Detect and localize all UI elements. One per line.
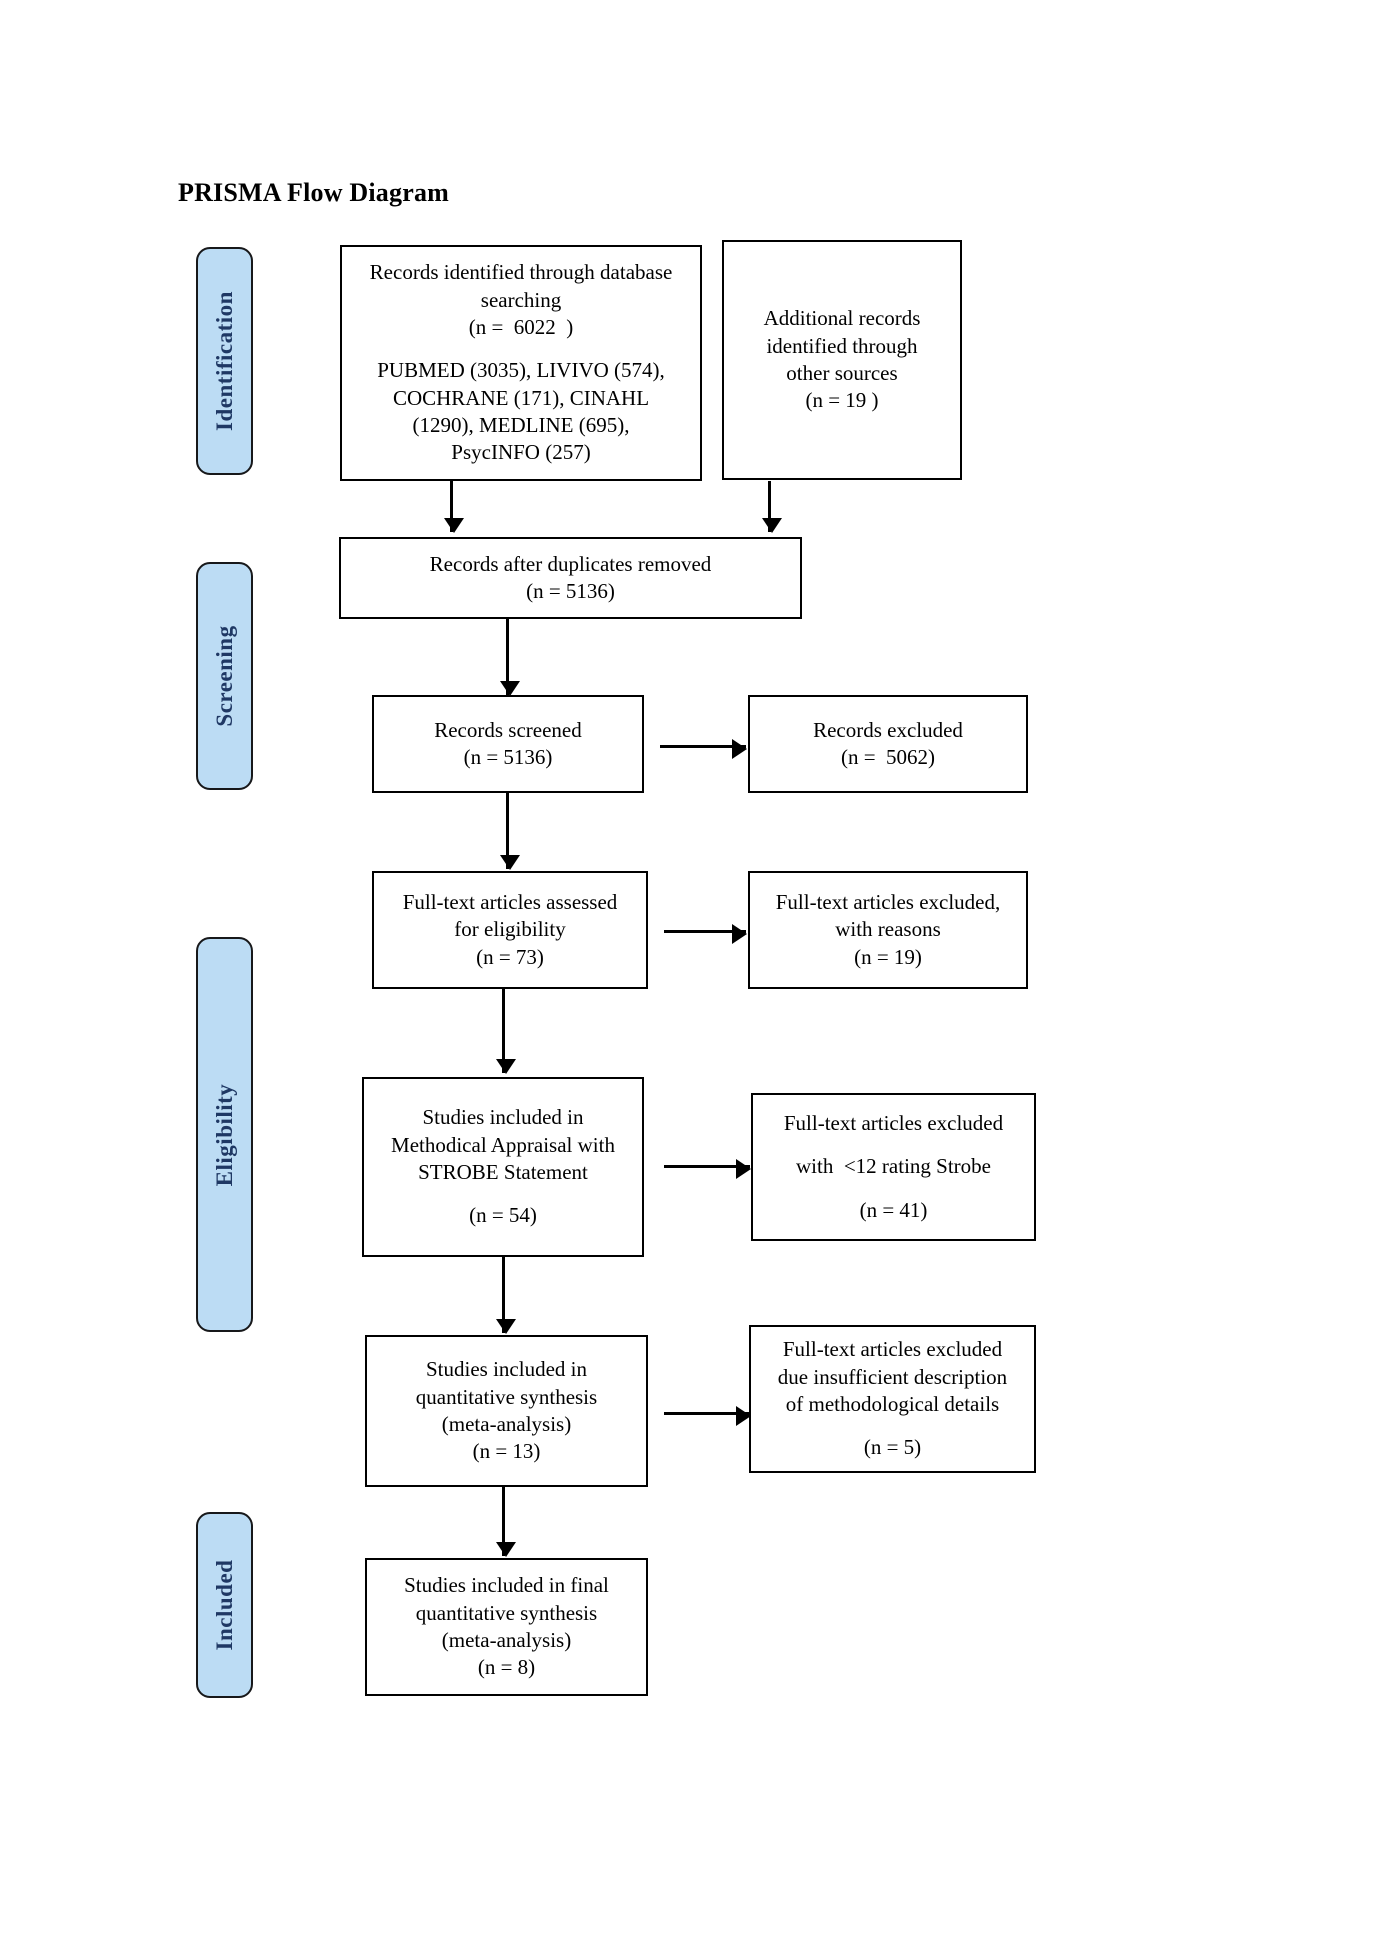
database-search-line-2: searching	[480, 287, 562, 312]
records-excluded-line-1: Records excluded	[813, 717, 963, 742]
records-screened-line-2: (n = 5136)	[463, 745, 553, 769]
quantitative-synthesis-line-3: (meta-analysis)	[441, 1412, 572, 1436]
box-excluded-strobe: Full-text articles excluded with <12 rat…	[751, 1093, 1036, 1241]
arrow-database-to-duplicates	[444, 481, 464, 533]
final-synthesis-line-2: quantitative synthesis	[415, 1600, 598, 1625]
database-search-line-4: PUBMED (3035), LIVIVO (574),	[377, 358, 665, 383]
fulltext-assessed-line-2: for eligibility	[454, 917, 566, 942]
final-synthesis-line-4: (n = 8)	[477, 1655, 536, 1680]
excluded-strobe-line-2: with <12 rating Strobe	[796, 1154, 991, 1179]
excluded-insufficient-line-4: (n = 5)	[863, 1435, 922, 1460]
arrow-quantitative-to-final	[496, 1487, 516, 1557]
database-search-line-7: PsycINFO (257)	[451, 440, 591, 465]
arrow-strobe-to-quantitative	[496, 1257, 516, 1334]
arrow-quantitative-to-excluded-insufficient	[664, 1406, 751, 1426]
database-search-line-6: (1290), MEDLINE (695),	[412, 412, 630, 437]
fulltext-excluded-reasons-line-2: with reasons	[835, 917, 941, 942]
stage-label-included: Included	[211, 1559, 237, 1651]
stage-tab-screening: Screening	[196, 562, 253, 790]
quantitative-synthesis-line-4: (n = 13)	[472, 1439, 541, 1464]
fulltext-excluded-reasons-line-3: (n = 19)	[854, 944, 922, 969]
fulltext-assessed-line-1: Full-text articles assessed	[402, 890, 618, 915]
database-search-line-5: COCHRANE (171), CINAHL	[392, 385, 650, 410]
excluded-insufficient-line-1: Full-text articles excluded	[782, 1337, 1003, 1362]
box-strobe-appraisal: Studies included in Methodical Appraisal…	[362, 1077, 644, 1257]
database-search-line-3: (n = 6022 )	[468, 315, 574, 340]
duplicates-removed-line-1: Records after duplicates removed	[429, 551, 712, 576]
stage-tab-included: Included	[196, 1512, 253, 1698]
arrow-other-sources-to-duplicates	[762, 481, 782, 533]
other-sources-line-4: (n = 19 )	[805, 388, 879, 413]
arrow-fulltext-to-strobe	[496, 989, 516, 1074]
strobe-appraisal-line-1: Studies included in	[422, 1105, 584, 1130]
other-sources-line-3: other sources	[786, 361, 898, 385]
box-fulltext-excluded-reasons: Full-text articles excluded, with reason…	[748, 871, 1028, 989]
records-screened-line-1: Records screened	[434, 717, 582, 742]
box-fulltext-assessed: Full-text articles assessed for eligibil…	[372, 871, 648, 989]
stage-tab-eligibility: Eligibility	[196, 937, 253, 1332]
box-records-screened: Records screened (n = 5136)	[372, 695, 644, 793]
box-other-sources: Additional records identified through ot…	[722, 240, 962, 480]
box-database-search: Records identified through database sear…	[340, 245, 702, 481]
arrow-screened-to-fulltext	[500, 793, 520, 870]
duplicates-removed-line-2: (n = 5136)	[526, 579, 615, 603]
arrow-duplicates-to-screened	[500, 619, 520, 696]
other-sources-line-1: Additional records	[763, 306, 921, 331]
box-excluded-insufficient: Full-text articles excluded due insuffic…	[749, 1325, 1036, 1473]
box-quantitative-synthesis: Studies included in quantitative synthes…	[365, 1335, 648, 1487]
stage-tab-identification: Identification	[196, 247, 253, 475]
final-synthesis-line-1: Studies included in final	[404, 1573, 609, 1598]
box-final-synthesis: Studies included in final quantitative s…	[365, 1558, 648, 1696]
arrow-screened-to-excluded	[660, 739, 747, 759]
excluded-insufficient-line-3: of methodological details	[785, 1392, 1000, 1416]
excluded-insufficient-line-2: due insufficient description	[777, 1364, 1008, 1389]
final-synthesis-line-3: (meta-analysis)	[441, 1628, 572, 1652]
excluded-strobe-line-3: (n = 41)	[859, 1197, 928, 1222]
box-duplicates-removed: Records after duplicates removed (n = 51…	[339, 537, 802, 619]
strobe-appraisal-line-3: STROBE Statement	[418, 1160, 588, 1184]
fulltext-assessed-line-3: (n = 73)	[476, 944, 544, 969]
quantitative-synthesis-line-2: quantitative synthesis	[415, 1384, 598, 1409]
arrow-strobe-to-excluded	[664, 1159, 751, 1179]
quantitative-synthesis-line-1: Studies included in	[426, 1357, 587, 1382]
other-sources-line-2: identified through	[766, 333, 918, 358]
records-excluded-line-2: (n = 5062)	[840, 745, 936, 769]
strobe-appraisal-line-4: (n = 54)	[469, 1203, 537, 1228]
strobe-appraisal-line-2: Methodical Appraisal with	[391, 1132, 615, 1157]
excluded-strobe-line-1: Full-text articles excluded	[783, 1111, 1004, 1136]
page-title: PRISMA Flow Diagram	[178, 178, 449, 207]
arrow-fulltext-to-excluded-reasons	[664, 924, 747, 944]
stage-label-eligibility: Eligibility	[211, 1083, 237, 1186]
stage-label-identification: Identification	[211, 291, 237, 431]
stage-label-screening: Screening	[211, 625, 237, 727]
fulltext-excluded-reasons-line-1: Full-text articles excluded,	[775, 890, 1001, 915]
database-search-line-1: Records identified through database	[369, 260, 673, 285]
box-records-excluded: Records excluded (n = 5062)	[748, 695, 1028, 793]
